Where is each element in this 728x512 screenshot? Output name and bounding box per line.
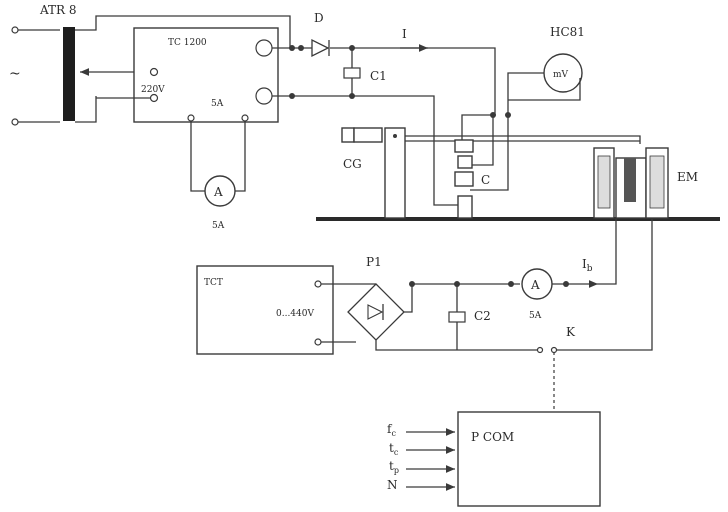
tct-box [196, 265, 334, 355]
ammeter-1-range: 5A [212, 221, 225, 231]
em-label: EM [677, 170, 698, 184]
tc1200-input-terminal [149, 67, 159, 77]
em-electromagnet: EM [593, 147, 698, 219]
cg-clamp: CG [341, 127, 406, 219]
bridge-circuit: P1 C2 A 5A Ib K [321, 219, 653, 412]
capacitor-c1-label: C1 [370, 69, 387, 83]
supply-terminal-bottom [11, 118, 19, 126]
atr8-core [63, 27, 75, 121]
capacitor-c2: C2 [448, 284, 491, 350]
test-rig: CG C EM [316, 127, 720, 221]
ammeter-2-symbol: A [530, 278, 540, 292]
pcom-input-fc: fc [387, 422, 396, 438]
cg-label: CG [343, 157, 362, 171]
supply-terminal-top [11, 26, 19, 34]
guide-rods [405, 135, 641, 144]
cg-post [384, 127, 406, 219]
ammeter-2-range: 5A [529, 311, 542, 321]
ammeter-1-circle [204, 175, 236, 207]
current-i: I [400, 27, 428, 52]
tct-terminal [314, 280, 322, 288]
ac-supply: ~ [9, 26, 60, 126]
tc1200-unit: TC 1200 220V 5A [96, 27, 279, 123]
test-cell-c: C [454, 139, 490, 219]
top-feed: D I C1 [272, 11, 496, 206]
ib-label: Ib [582, 257, 593, 274]
diode-label: D [314, 11, 324, 25]
cell-c-label: C [481, 173, 490, 187]
pcom-input-n: N [387, 478, 398, 492]
tc1200-label: TC 1200 [168, 38, 207, 48]
tct-terminal [314, 338, 322, 346]
pcom-input-tp: tp [389, 459, 399, 475]
ammeter-1: A 5A [190, 121, 246, 231]
pcom-label: P COM [471, 430, 514, 444]
hc81-millivoltmeter: HC81 mV [470, 25, 585, 191]
bridge-rectifier-p1: P1 [347, 255, 405, 341]
switch-k: K [536, 219, 653, 412]
tct-unit: TCT 0...440V [196, 265, 334, 355]
pcom-unit: P COM fc tc tp N [387, 411, 601, 507]
ammeter-2: A 5A [521, 268, 553, 321]
tc1200-voltage: 220V [141, 85, 165, 95]
tc1200-current: 5A [211, 99, 224, 109]
pcom-input-tc: tc [389, 441, 399, 457]
atr8-label: ATR 8 [39, 3, 77, 17]
switch-k-label: K [566, 325, 576, 339]
tc1200-output-terminal [255, 87, 273, 105]
ammeter-1-symbol: A [213, 185, 223, 199]
hc81-meter-symbol: mV [553, 70, 569, 80]
pcom-inputs: fc tc tp N [387, 422, 455, 492]
current-label: I [402, 27, 407, 41]
pcom-box [457, 411, 601, 507]
tct-label: TCT [204, 278, 223, 288]
ac-supply-symbol: ~ [9, 66, 21, 82]
bridge-label: P1 [366, 255, 382, 269]
tct-range: 0...440V [276, 309, 314, 319]
tc1200-meter-terminal [241, 114, 249, 122]
tc1200-output-terminal [255, 39, 273, 57]
tc1200-input-terminal [149, 93, 159, 103]
capacitor-c1: C1 [343, 48, 387, 96]
diode-d: D [311, 11, 330, 58]
hc81-label: HC81 [550, 25, 585, 39]
tc1200-box [133, 27, 279, 123]
tc1200-meter-terminal [187, 114, 195, 122]
capacitor-c2-label: C2 [474, 309, 491, 323]
